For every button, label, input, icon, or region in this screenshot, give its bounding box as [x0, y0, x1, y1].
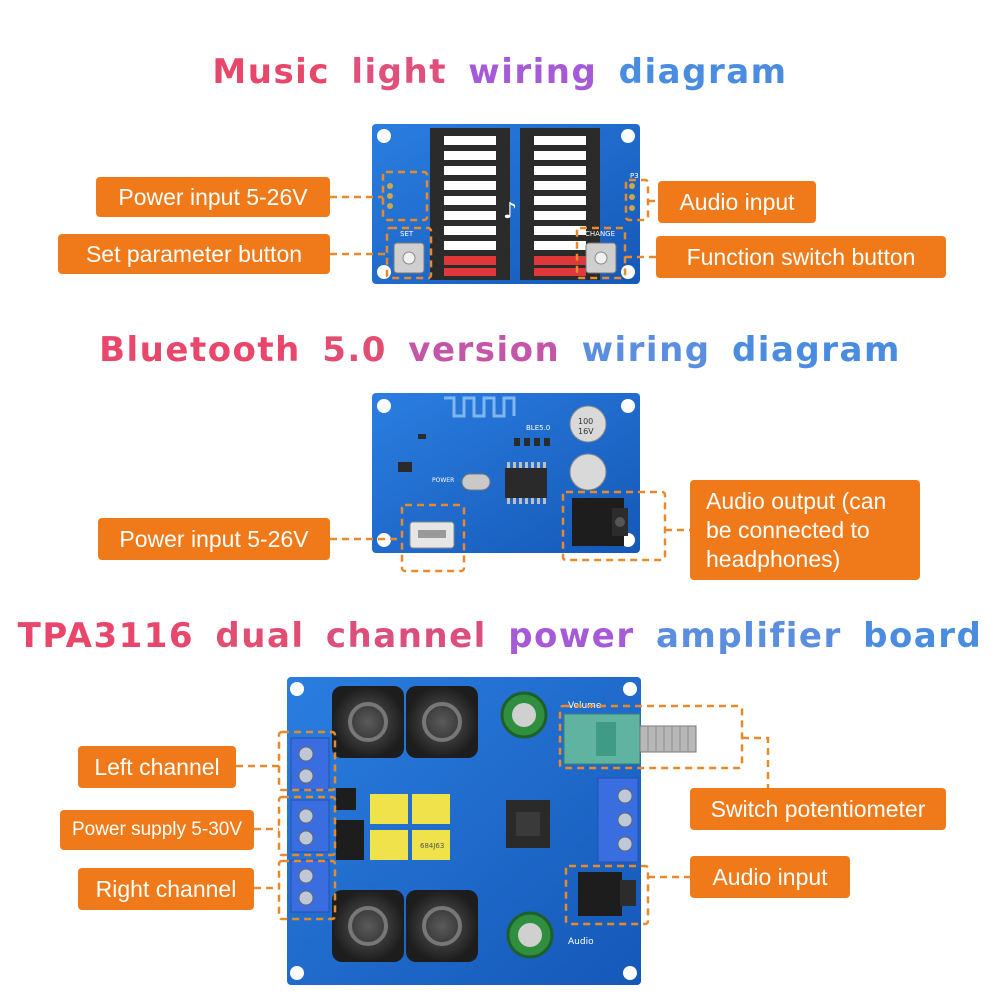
- title-word: wiring: [468, 52, 598, 92]
- left-channel-label: Left channel: [78, 746, 236, 788]
- bluetooth-board: BLE5.0 100 16V POWER: [330, 393, 690, 573]
- function-switch-button-label: Function switch button: [656, 236, 946, 278]
- bt-power-input-label: Power input 5-26V: [98, 518, 330, 560]
- amp-audio-input-label: Audio input: [690, 856, 850, 898]
- bluetooth-title: Bluetooth 5.0 version wiring diagram: [0, 330, 1000, 370]
- title-word: diagram: [731, 330, 901, 370]
- title-word: 5.0: [322, 330, 387, 370]
- music-light-title: Music light wiring diagram: [0, 52, 1000, 92]
- title-word: channel: [325, 616, 487, 656]
- music-light-board: ♪ SET CHANGE P3: [330, 124, 658, 284]
- title-word: TPA3116: [17, 616, 195, 656]
- cap-voltage: 16V: [578, 427, 594, 436]
- power-input-label: Power input 5-26V: [96, 177, 330, 217]
- title-word: dual: [215, 616, 305, 656]
- tpa3116-board: 684J63 Volume Audio: [236, 677, 770, 985]
- title-word: wiring: [581, 330, 711, 370]
- audio-input-label: Audio input: [658, 181, 816, 223]
- title-word: board: [863, 616, 983, 656]
- cap-value: 100: [578, 417, 593, 426]
- title-word: power: [508, 616, 635, 656]
- p3-silkscreen: P3: [630, 172, 639, 180]
- title-word: Bluetooth: [99, 330, 301, 370]
- svg-text:♪: ♪: [503, 199, 517, 224]
- ble-silkscreen: BLE5.0: [526, 424, 550, 432]
- change-silkscreen: CHANGE: [585, 230, 615, 238]
- set-parameter-button-label: Set parameter button: [58, 234, 330, 274]
- right-channel-label: Right channel: [78, 868, 254, 910]
- power-supply-label: Power supply 5-30V: [60, 810, 254, 850]
- set-silkscreen: SET: [400, 230, 414, 238]
- audio-silkscreen: Audio: [568, 937, 594, 947]
- title-word: version: [408, 330, 561, 370]
- switch-potentiometer-label: Switch potentiometer: [690, 788, 946, 830]
- tpa3116-title: TPA3116 dual channel power amplifier boa…: [0, 616, 1000, 656]
- audio-output-label: Audio output (can be connected to headph…: [690, 480, 920, 580]
- power-silkscreen: POWER: [432, 477, 454, 484]
- title-word: Music: [212, 52, 330, 92]
- film-cap-value: 684J63: [420, 842, 444, 850]
- title-word: light: [351, 52, 447, 92]
- volume-silkscreen: Volume: [568, 701, 602, 711]
- title-word: amplifier: [655, 616, 842, 656]
- title-word: diagram: [618, 52, 788, 92]
